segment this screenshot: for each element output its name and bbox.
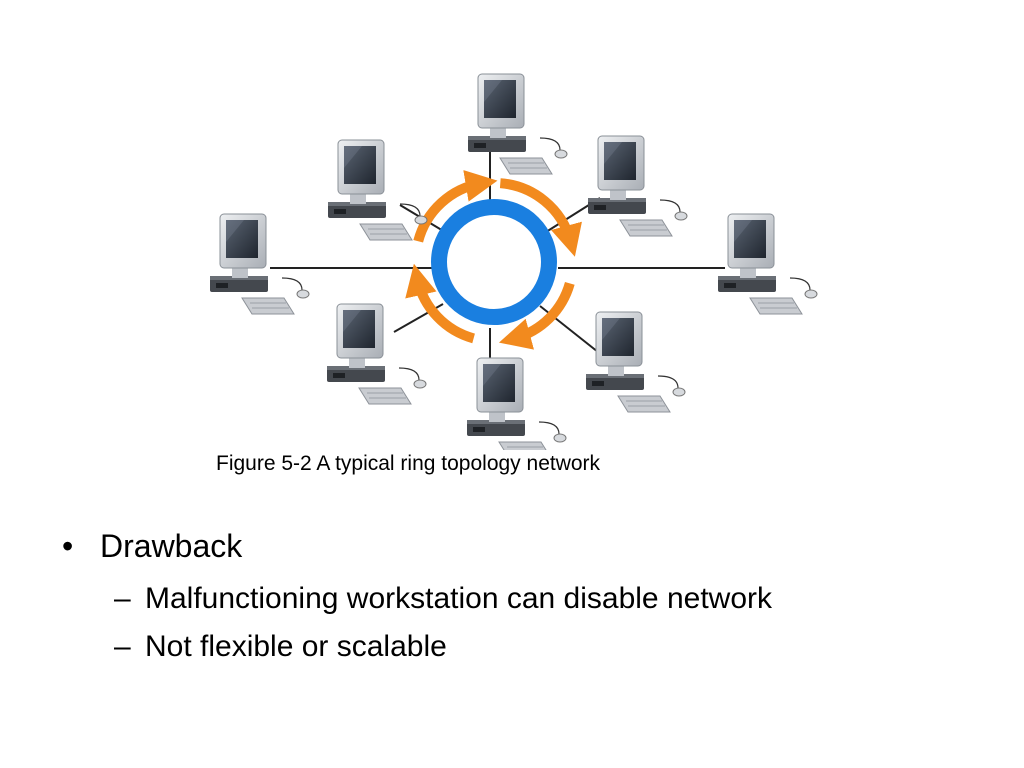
- network-ring: [431, 199, 557, 325]
- flow-arrow-top-left: [413, 170, 498, 243]
- workstation-icon: [467, 73, 568, 175]
- workstation-icon: [327, 139, 428, 241]
- workstation-icon: [326, 303, 427, 405]
- bullet-heading: • Drawback: [62, 528, 242, 565]
- figure-caption: Figure 5-2 A typical ring topology netwo…: [216, 452, 601, 475]
- workstation-icon: [587, 135, 688, 237]
- sub-bullet-marker: –: [114, 630, 131, 663]
- workstation-icon: [209, 213, 310, 315]
- workstations: [209, 73, 818, 450]
- ring-topology-diagram: [209, 73, 818, 450]
- bullet-heading-text: Drawback: [100, 528, 243, 564]
- sub-bullet: –Malfunctioning workstation can disable …: [114, 582, 772, 616]
- bullet-marker: •: [62, 528, 74, 564]
- flow-arrow-bottom-left: [405, 263, 476, 344]
- sub-bullet-marker: –: [114, 582, 131, 615]
- sub-bullet-text: Not flexible or scalable: [145, 630, 447, 663]
- workstation-icon: [717, 213, 818, 315]
- data-flow-arrows: [405, 170, 582, 350]
- workstation-icon: [585, 311, 686, 413]
- sub-bullet-text: Malfunctioning workstation can disable n…: [145, 582, 772, 615]
- workstation-icon: [466, 357, 567, 450]
- sub-bullet: –Not flexible or scalable: [114, 630, 447, 664]
- flow-arrow-top-right: [499, 178, 582, 257]
- flow-arrow-bottom-right: [498, 281, 575, 350]
